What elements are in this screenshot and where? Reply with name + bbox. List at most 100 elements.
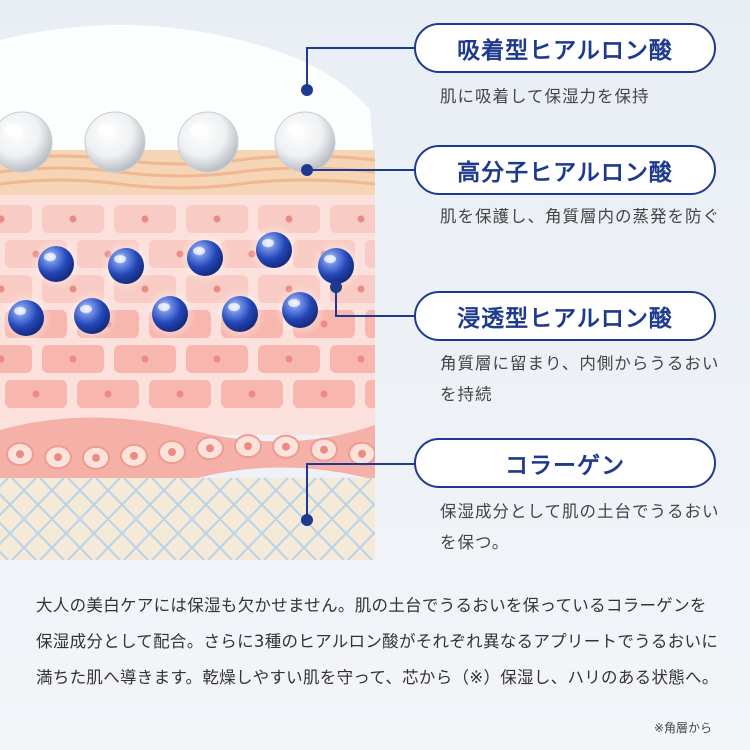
bubble-highlight [193, 247, 205, 255]
basal-nucleus [206, 444, 214, 453]
cell-nucleus [69, 355, 77, 363]
blue-hyaluronic-bubble [8, 300, 44, 336]
collagen-fiber [11, 477, 93, 560]
cell-nucleus [357, 215, 365, 223]
collagen-fiber [347, 477, 375, 508]
skin-cell [365, 240, 375, 268]
cell-nucleus [104, 390, 112, 398]
label-penetrating-hyaluronic-acid: 浸透型ヒアルロン酸 [414, 291, 716, 341]
skin-cell [330, 345, 375, 373]
blue-hyaluronic-bubble [74, 298, 110, 334]
cell-nucleus [32, 390, 40, 398]
skin-cell [0, 205, 32, 233]
bubble-highlight [190, 124, 208, 136]
bubble-highlight [158, 303, 170, 311]
basal-nucleus [54, 453, 62, 462]
skin-cell [0, 345, 32, 373]
desc-penetrating-hyaluronic-acid: 角質層に留まり、内側からうるおいを持続 [440, 354, 720, 404]
blue-hyaluronic-bubble [222, 296, 258, 332]
bubble-highlight [324, 255, 336, 263]
basal-nucleus [244, 442, 252, 451]
collagen-fiber [67, 477, 149, 560]
skin-cross-section-illustration [0, 47, 414, 560]
basal-nucleus [16, 450, 24, 459]
connector-lines [306, 47, 414, 520]
bubble-highlight [262, 239, 274, 247]
bubble-highlight [97, 124, 115, 136]
collagen-fiber [235, 477, 317, 560]
cell-nucleus [141, 355, 149, 363]
cell-nucleus [0, 215, 5, 223]
cell-nucleus [285, 355, 293, 363]
collagen-fiber [39, 477, 121, 560]
cell-nucleus [141, 285, 149, 293]
bubble-highlight [14, 307, 26, 315]
blue-hyaluronic-bubble [318, 248, 354, 284]
label-adsorption-hyaluronic-acid: 吸着型ヒアルロン酸 [414, 23, 716, 73]
collagen-fiber [0, 521, 37, 560]
basal-nucleus [92, 453, 100, 462]
collagen-fiber [123, 477, 205, 560]
blue-hyaluronic-bubble [152, 296, 188, 332]
skin-cell [365, 310, 375, 338]
cell-nucleus [285, 215, 293, 223]
blue-hyaluronic-bubble [282, 292, 318, 328]
collagen-fiber [95, 477, 177, 560]
collagen-fiber [0, 477, 37, 517]
basal-nucleus [358, 449, 366, 458]
cell-nucleus [393, 321, 400, 328]
cell-nucleus [248, 390, 256, 398]
basal-nucleus [282, 442, 290, 451]
cell-nucleus [357, 285, 365, 293]
blue-hyaluronic-bubble [256, 232, 292, 268]
cell-nucleus [69, 285, 77, 293]
cell-nucleus [0, 285, 5, 293]
basal-layer [0, 417, 375, 493]
clear-hyaluronic-bubble [274, 111, 336, 173]
cell-nucleus [393, 391, 400, 398]
cell-nucleus [320, 390, 328, 398]
description-paragraph: 大人の美白ケアには保湿も欠かせません。肌の土台でうるおいを保っているコラーゲンを… [36, 596, 719, 687]
dermis-layer [0, 478, 375, 560]
bubble-highlight [288, 299, 300, 307]
collagen-fiber [319, 502, 375, 560]
bubble-highlight [44, 253, 56, 261]
bubble-highlight [228, 303, 240, 311]
cell-nucleus [357, 355, 365, 363]
basal-nucleus [130, 451, 138, 460]
desc-adsorption-hyaluronic-acid: 肌に吸着して保湿力を保持 [440, 87, 650, 106]
desc-high-molecular-hyaluronic-acid: 肌を保護し、角質層内の蒸発を防ぐ [440, 207, 720, 226]
cell-nucleus [213, 355, 221, 363]
clear-hyaluronic-bubble [84, 111, 146, 173]
cell-nucleus [176, 390, 184, 398]
basal-nucleus [168, 448, 176, 457]
cell-nucleus [69, 215, 77, 223]
clear-hyaluronic-bubble [177, 111, 239, 173]
collagen-fiber [347, 530, 375, 560]
collagen-fiber [151, 477, 233, 560]
connector-dots [301, 84, 342, 526]
cell-nucleus [0, 355, 5, 363]
cell-nucleus [393, 251, 400, 258]
label-high-molecular-hyaluronic-acid: 高分子ヒアルロン酸 [414, 145, 716, 195]
desc-collagen: 保湿成分として肌の土台でうるおいを保つ。 [440, 502, 720, 552]
collagen-fiber [207, 477, 289, 560]
cell-nucleus [141, 215, 149, 223]
blue-hyaluronic-bubble [38, 246, 74, 282]
cell-nucleus [213, 285, 221, 293]
skin-cell [330, 205, 375, 233]
label-collagen: コラーゲン [414, 438, 716, 488]
bubble-highlight [287, 124, 305, 136]
bubble-highlight [4, 124, 22, 136]
bubble-highlight [114, 255, 126, 263]
bubble-highlight [80, 305, 92, 313]
footnote: ※角層から [653, 721, 712, 735]
blue-hyaluronic-bubble [108, 248, 144, 284]
collagen-fiber [179, 477, 261, 560]
collagen-fiber [291, 477, 373, 560]
basal-nucleus [320, 445, 328, 454]
blue-hyaluronic-bubble [187, 240, 223, 276]
skin-cell [365, 380, 375, 408]
cell-nucleus [213, 215, 221, 223]
collagen-fiber [0, 477, 65, 546]
